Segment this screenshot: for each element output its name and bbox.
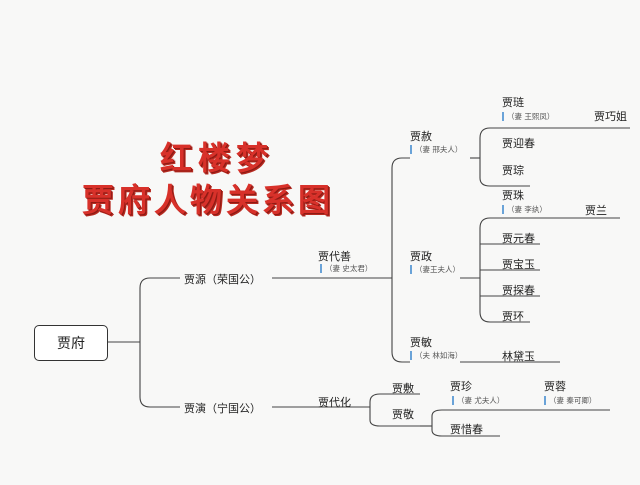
spouse-jia-zhu: （妻 李纨） <box>502 205 547 214</box>
node-jia-yuanchun[interactable]: 贾元春 <box>502 232 535 245</box>
node-jia-zhu[interactable]: 贾珠 <box>502 189 524 202</box>
spouse-jia-daishan: （妻 史太君） <box>320 264 372 273</box>
node-jia-zheng[interactable]: 贾政 <box>410 250 432 263</box>
node-jia-zhen[interactable]: 贾珍 <box>450 380 472 393</box>
node-jia-tanchun[interactable]: 贾探春 <box>502 284 535 297</box>
node-jia-rong[interactable]: 贾蓉 <box>544 380 566 393</box>
node-jia-huan[interactable]: 贾环 <box>502 310 524 323</box>
node-jia-cong[interactable]: 贾琮 <box>502 164 524 177</box>
node-jia-min[interactable]: 贾敏 <box>410 336 432 349</box>
spouse-jia-zhen: （妻 尤夫人） <box>452 396 504 405</box>
spouse-jia-min: （夫 林如海） <box>410 351 462 360</box>
spouse-jia-zheng: （妻王夫人） <box>410 265 460 274</box>
title-line-1: 红楼梦 <box>160 139 275 177</box>
node-jia-xichun[interactable]: 贾惜春 <box>450 423 483 436</box>
node-jia-daihua[interactable]: 贾代化 <box>318 396 351 409</box>
node-ning-guo-gong[interactable]: 贾演（宁国公） <box>184 402 261 415</box>
node-rong-guo-gong[interactable]: 贾源（荣国公） <box>184 273 261 286</box>
spouse-jia-rong: （妻 秦可卿） <box>544 396 596 405</box>
node-jia-baoyu[interactable]: 贾宝玉 <box>502 258 535 271</box>
root-node[interactable]: 贾府 <box>34 325 108 361</box>
node-lin-daiyu[interactable]: 林黛玉 <box>502 350 535 363</box>
node-jia-she[interactable]: 贾赦 <box>410 130 432 143</box>
node-jia-fu[interactable]: 贾敷 <box>392 382 414 395</box>
node-jia-lian[interactable]: 贾琏 <box>502 96 524 109</box>
node-jia-qiaojie[interactable]: 贾巧姐 <box>594 110 627 123</box>
node-jia-lan[interactable]: 贾兰 <box>585 204 607 217</box>
node-jia-yingchun[interactable]: 贾迎春 <box>502 137 535 150</box>
spouse-jia-lian: （妻 王熙凤） <box>502 112 554 121</box>
title-line-2: 贾府人物关系图 <box>82 181 335 219</box>
node-jia-daishan[interactable]: 贾代善 <box>318 250 351 263</box>
node-jia-jing[interactable]: 贾敬 <box>392 408 414 421</box>
spouse-jia-she: （妻 邢夫人） <box>410 145 462 154</box>
